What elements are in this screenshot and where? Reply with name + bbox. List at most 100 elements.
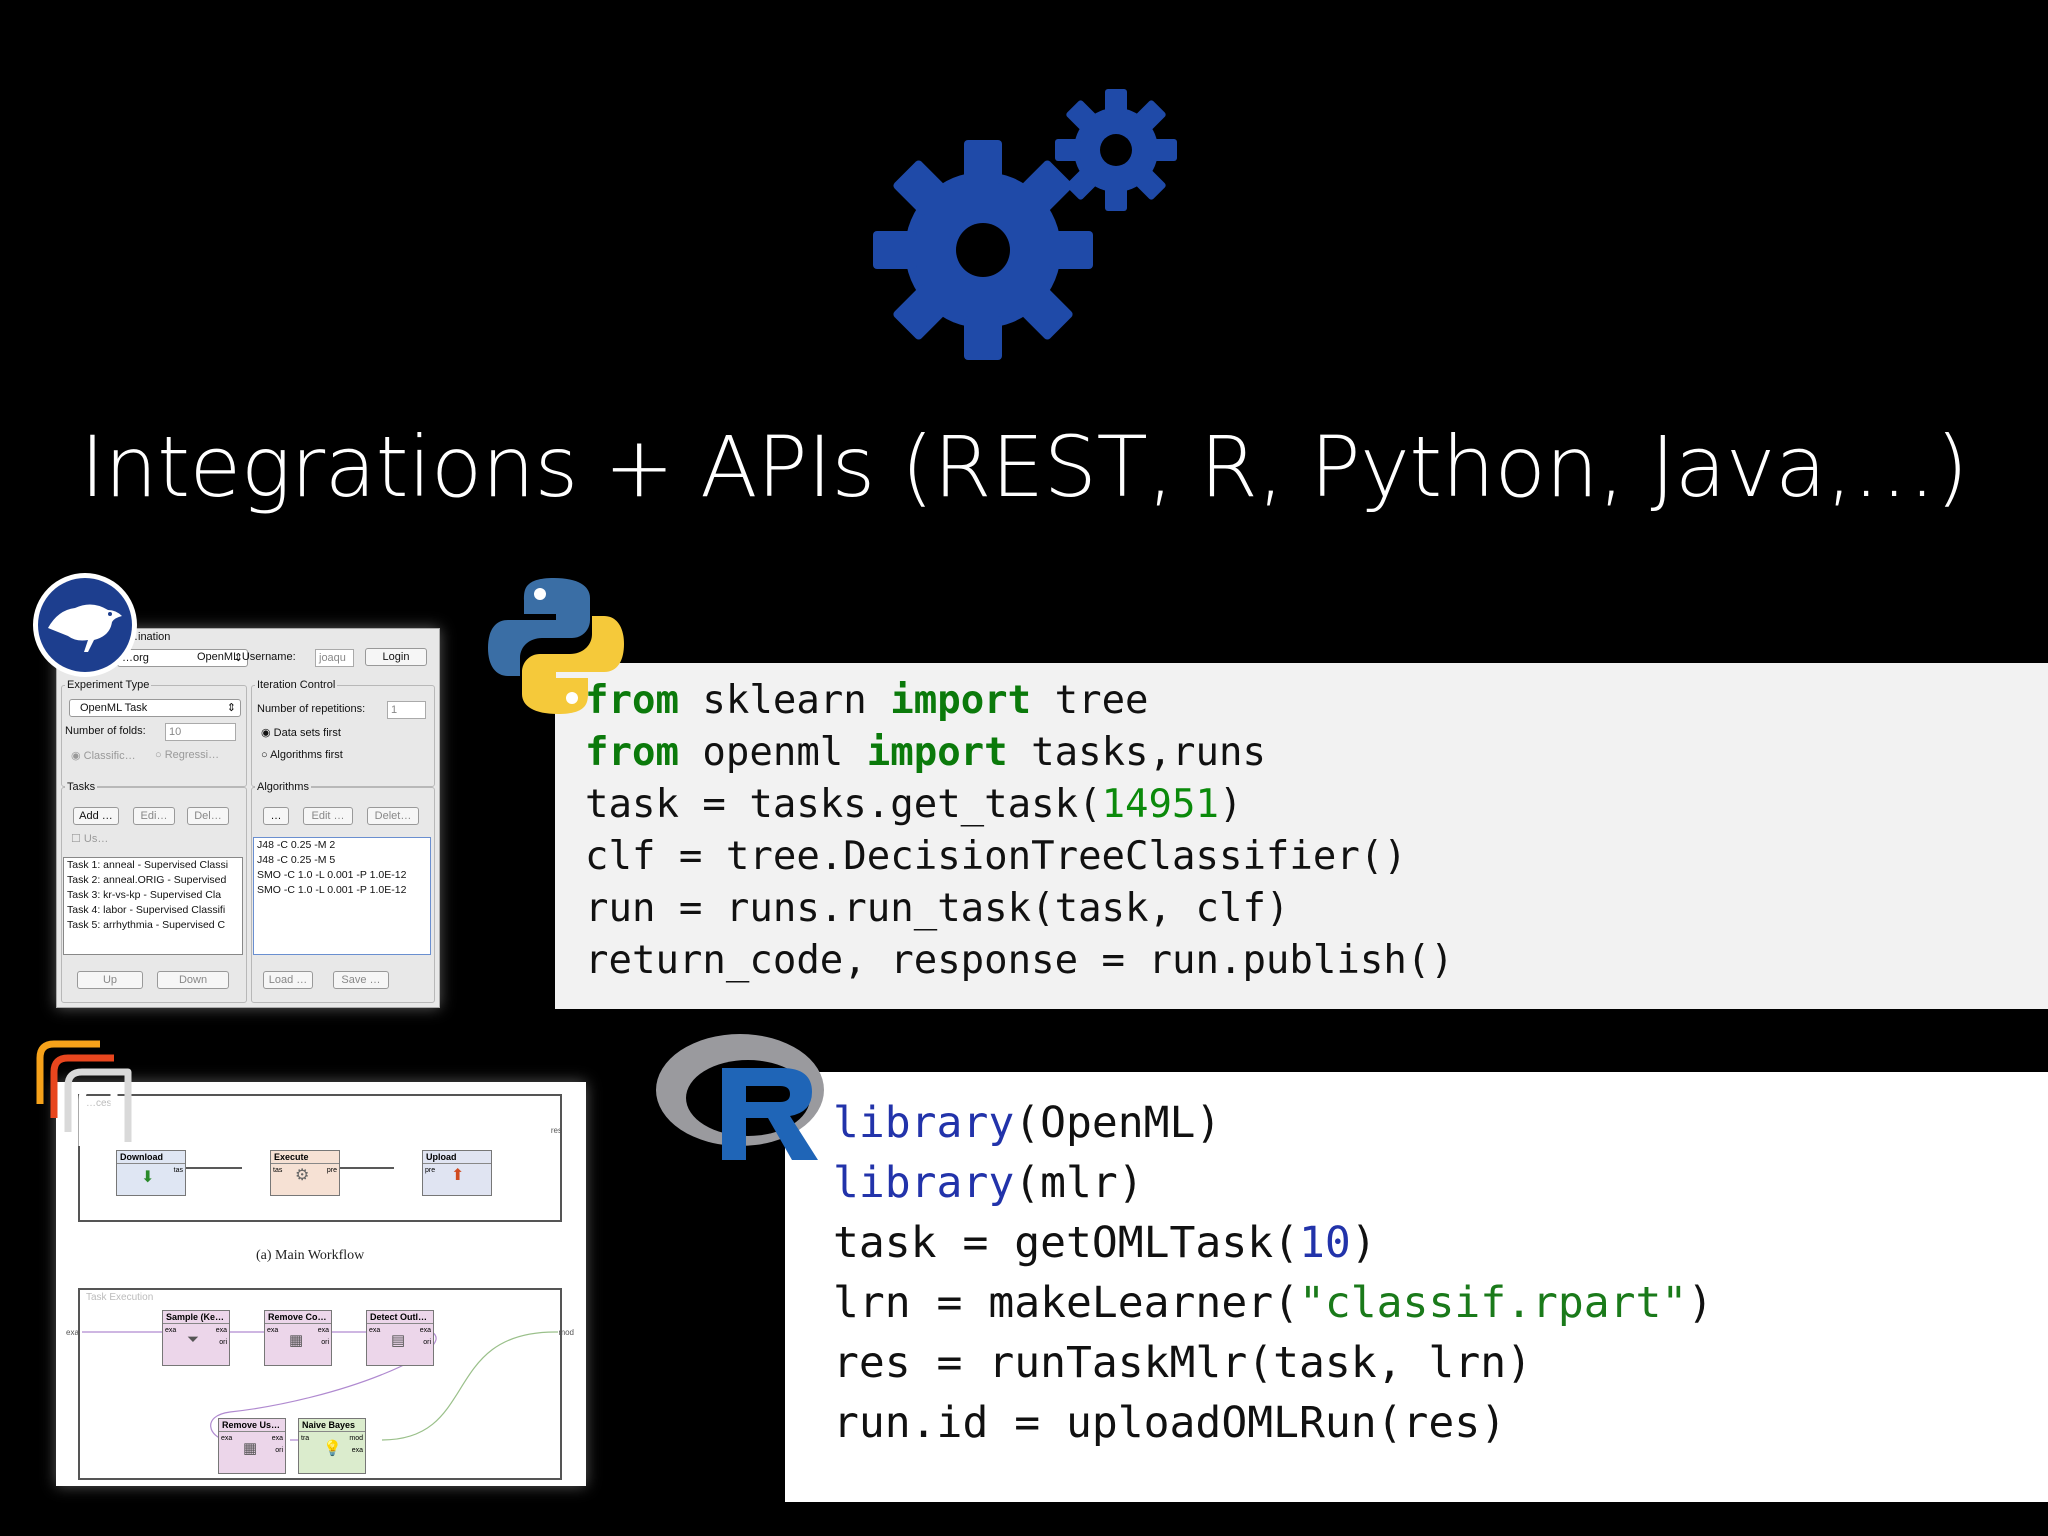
- algorithms-edit-button[interactable]: Edit …: [303, 807, 353, 825]
- operator-port: exa: [215, 1327, 227, 1334]
- python-code-line: from sklearn import tree: [585, 678, 1149, 723]
- operator-port: ori: [321, 1339, 329, 1346]
- operator-port: mod: [349, 1435, 363, 1442]
- algorithms-delete-button[interactable]: Delet…: [367, 807, 419, 825]
- operator-upload[interactable]: Upload pre ⬆: [422, 1150, 492, 1196]
- operator-port: ori: [219, 1339, 227, 1346]
- rapidminer-logo-icon: [36, 1040, 132, 1146]
- funnel-icon: ⏷: [187, 1331, 200, 1348]
- operator-label: Sample (Ke…: [163, 1311, 229, 1324]
- operator-label: Naive Bayes: [299, 1419, 365, 1432]
- operator-port: exa: [351, 1447, 363, 1454]
- task-execution-header: Task Execution: [86, 1292, 154, 1303]
- list-item[interactable]: SMO -C 1.0 -L 0.001 -P 1.0E-12: [257, 869, 407, 881]
- detect-outlier-icon: ▤: [391, 1332, 406, 1349]
- tasks-use-checkbox[interactable]: ☐ Us…: [71, 833, 109, 845]
- r-logo-icon: [656, 1034, 824, 1160]
- download-arrow-icon: ⬇: [141, 1169, 155, 1186]
- operator-port: exa: [267, 1327, 279, 1334]
- tasks-edit-button[interactable]: Edi…: [133, 807, 175, 825]
- operator-port: exa: [221, 1435, 233, 1442]
- remove-useless-icon: ▦: [243, 1440, 258, 1457]
- list-item[interactable]: Task 1: anneal - Supervised Classi: [67, 859, 229, 871]
- weka-bird-logo-icon: [33, 573, 137, 677]
- tasks-down-button[interactable]: Down: [157, 971, 229, 989]
- upload-arrow-icon: ⬆: [451, 1167, 465, 1184]
- algorithms-add-button[interactable]: …: [263, 807, 289, 825]
- operator-download[interactable]: Download tas ⬇: [116, 1150, 186, 1196]
- r-code-panel: library(OpenML) library(mlr) task = getO…: [785, 1072, 2048, 1502]
- folds-field[interactable]: 10: [165, 723, 236, 741]
- classification-radio[interactable]: ◉ Classific…: [71, 750, 136, 762]
- folds-label: Number of folds:: [65, 725, 146, 737]
- gears-icon: [873, 89, 1177, 360]
- algorithms-title: Algorithms: [255, 781, 311, 793]
- weka-login-button[interactable]: Login: [365, 648, 427, 666]
- r-code-line: task = getOMLTask(10): [833, 1218, 1377, 1268]
- iteration-control-title: Iteration Control: [255, 679, 338, 691]
- iteration-control-group: [251, 685, 435, 787]
- task-output-port: mod: [558, 1328, 574, 1337]
- weka-username-field[interactable]: joaqu: [315, 649, 354, 667]
- list-item[interactable]: Task 2: anneal.ORIG - Supervised: [67, 874, 227, 886]
- tasks-title: Tasks: [65, 781, 98, 793]
- slide-title: Integrations + APIs (REST, R, Python, Ja…: [80, 418, 1968, 516]
- lightbulb-icon: 💡: [323, 1440, 342, 1457]
- weka-username-label: OpenML Username:: [197, 651, 296, 663]
- python-code-line: run = runs.run_task(task, clf): [585, 886, 1290, 931]
- regression-radio[interactable]: ○ Regressi…: [155, 749, 220, 761]
- list-item[interactable]: J48 -C 0.25 -M 5: [257, 854, 336, 866]
- operator-label: Remove Co…: [265, 1311, 331, 1324]
- list-item[interactable]: Task 5: arrhythmia - Supervised C: [67, 919, 226, 931]
- remove-column-icon: ▦: [289, 1332, 304, 1349]
- python-code-line: from openml import tasks,runs: [585, 730, 1266, 775]
- list-item[interactable]: J48 -C 0.25 -M 2: [257, 839, 336, 851]
- main-output-port: res: [550, 1126, 562, 1135]
- operator-execute[interactable]: Execute tas pre ⚙: [270, 1150, 340, 1196]
- operator-label: Remove Us…: [219, 1419, 285, 1432]
- list-item[interactable]: Task 4: labor - Supervised Classifi: [67, 904, 226, 916]
- python-code-line: return_code, response = run.publish(): [585, 938, 1454, 983]
- operator-port: tas: [173, 1167, 183, 1174]
- python-code-panel: from sklearn import tree from openml imp…: [555, 663, 2048, 1009]
- python-code-line: clf = tree.DecisionTreeClassifier(): [585, 834, 1407, 879]
- tasks-add-button[interactable]: Add …: [73, 807, 119, 825]
- gear-icon: ⚙: [295, 1167, 310, 1184]
- tasks-delete-button[interactable]: Del…: [187, 807, 229, 825]
- python-logo-icon: [488, 578, 624, 714]
- weka-server-select[interactable]: …org⇕: [117, 649, 248, 667]
- r-code-line: library(mlr): [833, 1158, 1144, 1208]
- experiment-type-select[interactable]: OpenML Task⇕: [69, 699, 241, 717]
- operator-label: Detect Outl…: [367, 1311, 433, 1324]
- operator-port: exa: [419, 1327, 431, 1334]
- main-workflow-header: …cess: [86, 1098, 117, 1109]
- algorithms-load-button[interactable]: Load …: [263, 971, 313, 989]
- operator-port: pre: [326, 1167, 337, 1174]
- datasets-first-radio[interactable]: ◉ Data sets first: [261, 727, 341, 739]
- algorithms-save-button[interactable]: Save …: [333, 971, 389, 989]
- operator-label: Download: [117, 1151, 185, 1164]
- r-code-line: library(OpenML): [833, 1098, 1222, 1148]
- list-item[interactable]: SMO -C 1.0 -L 0.001 -P 1.0E-12: [257, 884, 407, 896]
- repetitions-field[interactable]: 1: [387, 701, 426, 719]
- rapidminer-workflow-panel: …cess res Download tas ⬇ Execute tas pre…: [56, 1082, 586, 1486]
- weka-openml-dialog: …ination …org⇕ OpenML Username: joaqu Lo…: [56, 628, 440, 1008]
- algorithms-list[interactable]: J48 -C 0.25 -M 2 J48 -C 0.25 -M 5 SMO -C 1…: [253, 837, 431, 955]
- tasks-up-button[interactable]: Up: [77, 971, 143, 989]
- experiment-type-group: [61, 685, 247, 787]
- main-workflow-caption: (a) Main Workflow: [256, 1248, 365, 1263]
- r-code-line: lrn = makeLearner("classif.rpart"): [833, 1278, 1714, 1328]
- python-code-line: task = tasks.get_task(14951): [585, 782, 1243, 827]
- list-item[interactable]: Task 3: kr-vs-kp - Supervised Cla: [67, 889, 222, 901]
- operator-label: Execute: [271, 1151, 339, 1164]
- main-workflow-canvas: …cess res Download tas ⬇ Execute tas pre…: [78, 1094, 562, 1222]
- operator-port: ori: [275, 1447, 283, 1454]
- algorithms-first-radio[interactable]: ○ Algorithms first: [261, 749, 343, 761]
- tasks-group: [61, 787, 247, 1003]
